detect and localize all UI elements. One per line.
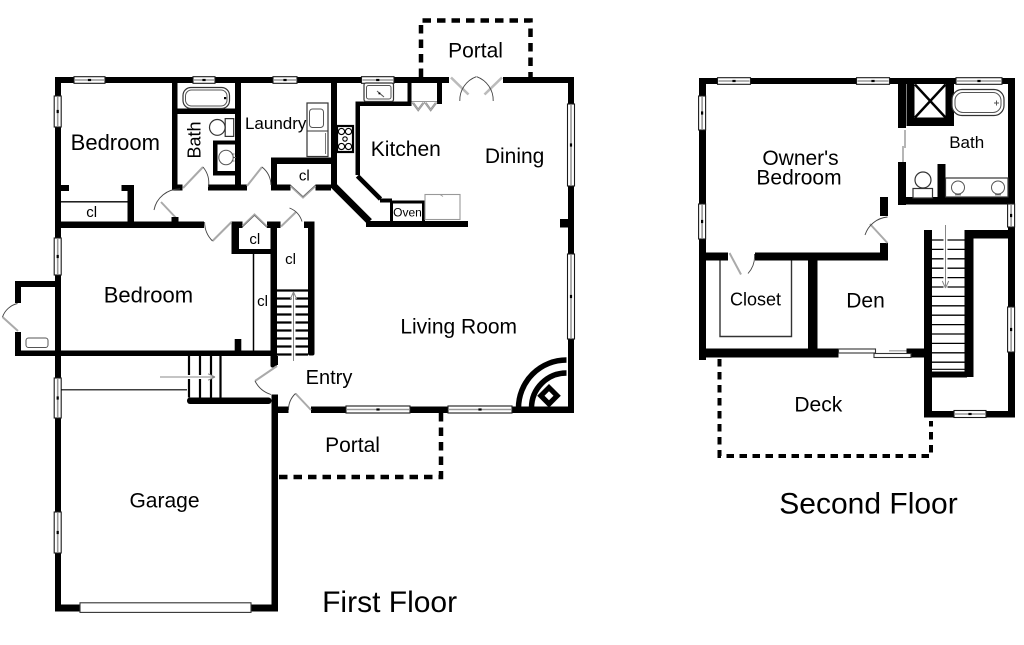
svg-text:Owner's: Owner's [762,147,838,170]
svg-text:Bath: Bath [185,121,205,158]
svg-text:cl: cl [249,231,260,248]
svg-text:Garage: Garage [129,490,199,513]
svg-text:Laundry: Laundry [245,114,307,133]
svg-text:Bath: Bath [949,133,984,152]
svg-text:Entry: Entry [306,367,353,389]
svg-text:Closet: Closet [730,290,781,310]
svg-text:Bedroom: Bedroom [104,282,193,307]
svg-text:Bedroom: Bedroom [71,130,160,155]
svg-text:Dining: Dining [485,145,545,168]
svg-text:cl: cl [299,168,310,185]
svg-text:cl: cl [86,204,97,221]
svg-text:Second Floor: Second Floor [779,488,957,521]
svg-text:Deck: Deck [794,394,842,417]
svg-text:Living Room: Living Room [400,316,517,339]
svg-text:Portal: Portal [325,434,380,457]
svg-text:Portal: Portal [448,40,503,63]
svg-text:cl: cl [285,251,296,268]
svg-text:Bedroom: Bedroom [756,167,841,190]
svg-text:cl: cl [257,293,268,310]
svg-text:Den: Den [846,290,885,313]
svg-text:Kitchen: Kitchen [371,138,441,161]
svg-text:First Floor: First Floor [322,586,457,619]
svg-text:Oven: Oven [393,206,422,220]
